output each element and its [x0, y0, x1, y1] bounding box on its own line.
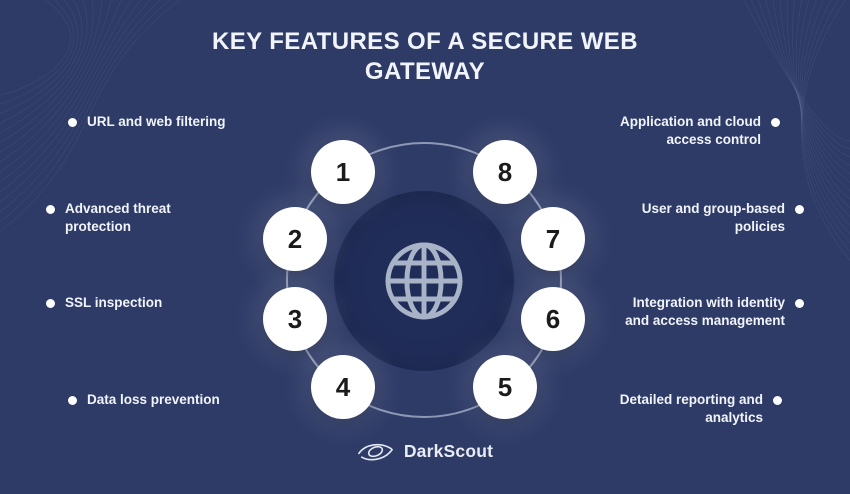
bullet-icon: [68, 395, 77, 405]
feature-url-web-filtering: URL and web filtering: [68, 113, 226, 131]
feature-label: User and group-based policies: [641, 201, 785, 234]
bullet-icon: [771, 117, 780, 127]
feature-label: Application and cloud access control: [620, 114, 761, 147]
node-circle-2: 2: [263, 207, 327, 271]
feature-data-loss-prevention: Data loss prevention: [68, 391, 220, 409]
feature-label: Data loss prevention: [87, 392, 220, 407]
bullet-icon: [68, 117, 77, 127]
feature-label: URL and web filtering: [87, 114, 226, 129]
feature-user-group-based-policies: User and group-based policies: [642, 200, 804, 236]
node-number: 3: [287, 303, 303, 334]
node-circle-8: 8: [473, 140, 537, 204]
feature-advanced-threat-protection: Advanced threat protection: [46, 200, 171, 236]
node-circle-7: 7: [521, 207, 585, 271]
node-number: 8: [497, 156, 513, 187]
node-circle-3: 3: [263, 287, 327, 351]
page-title: KEY FEATURES OF A SECURE WEB GATEWAY: [212, 28, 638, 85]
node-number: 5: [497, 371, 513, 402]
brand-name: DarkScout: [403, 441, 494, 461]
feature-detailed-reporting-analytics: Detailed reporting and analytics: [620, 391, 782, 427]
bullet-icon: [773, 395, 782, 405]
bullet-icon: [46, 204, 55, 214]
feature-label: Integration with identity and access man…: [625, 295, 785, 328]
feature-label: Advanced threat protection: [65, 201, 171, 234]
node-number: 2: [287, 223, 303, 254]
node-circle-1: 1: [311, 140, 375, 204]
node-number: 7: [545, 223, 561, 254]
bullet-icon: [46, 298, 55, 308]
eye-icon: [357, 443, 393, 461]
feature-ssl-inspection: SSL inspection: [46, 294, 162, 312]
node-circle-5: 5: [473, 355, 537, 419]
feature-application-cloud-access-control: Application and cloud access control: [620, 113, 780, 149]
feature-identity-access-management: Integration with identity and access man…: [625, 294, 804, 330]
brand-logo: DarkScout: [0, 441, 850, 462]
bullet-icon: [795, 298, 804, 308]
node-number: 6: [545, 303, 561, 334]
node-number: 1: [335, 156, 351, 187]
node-circle-6: 6: [521, 287, 585, 351]
node-circle-4: 4: [311, 355, 375, 419]
globe-icon: [385, 242, 463, 320]
bullet-icon: [795, 204, 804, 214]
feature-label: SSL inspection: [65, 295, 163, 310]
feature-label: Detailed reporting and analytics: [619, 392, 763, 425]
connector-ring: [286, 142, 562, 418]
node-number: 4: [335, 371, 351, 402]
